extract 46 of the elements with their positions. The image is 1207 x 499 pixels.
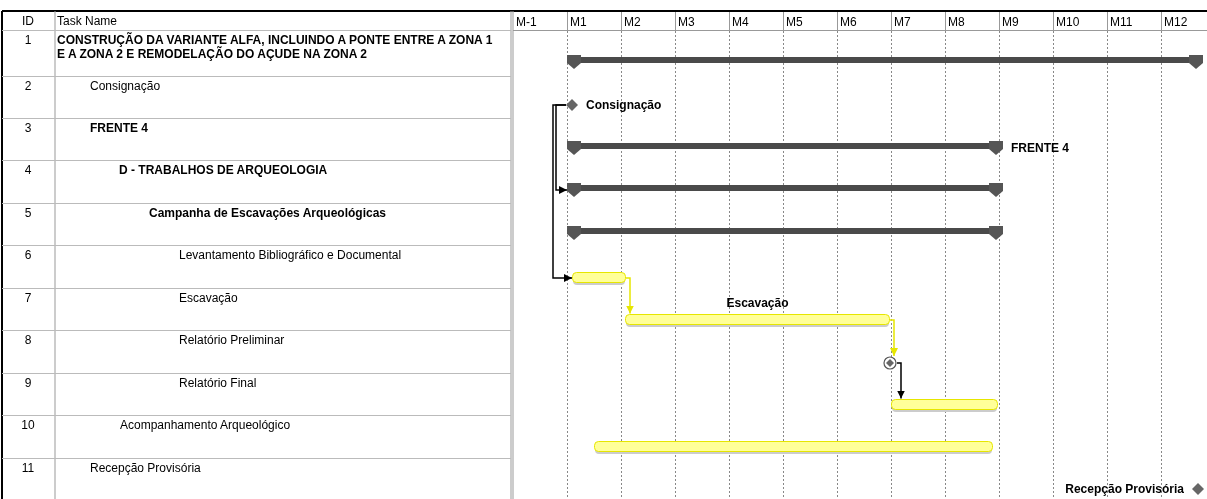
bar-label: Consignação xyxy=(586,98,662,112)
task-id: 8 xyxy=(23,333,33,347)
task-name: Levantamento Bibliográfico e Documental xyxy=(179,248,402,262)
month-header: M6 xyxy=(840,15,857,29)
month-header: M4 xyxy=(732,15,749,29)
task-id: 4 xyxy=(23,163,33,177)
month-header: M7 xyxy=(894,15,911,29)
task-id: 3 xyxy=(23,121,33,135)
task-name: Recepção Provisória xyxy=(90,461,201,475)
task-id: 7 xyxy=(23,291,33,305)
dependency-arrow xyxy=(555,104,568,194)
column-header: ID xyxy=(21,14,35,28)
task-name: CONSTRUÇÃO DA VARIANTE ALFA, INCLUINDO A PONTE ENTRE A ZONA 1 E A ZONA 2 E REMODELAÇÃO DO AÇUDE NA ZONA 2 xyxy=(57,33,494,61)
task-name: Escavação xyxy=(179,291,238,305)
month-header: M1 xyxy=(570,15,587,29)
task-id: 11 xyxy=(20,461,36,475)
month-header: M5 xyxy=(786,15,803,29)
month-header: M12 xyxy=(1164,15,1188,29)
dependency-arrow xyxy=(625,277,634,315)
task-name: D - TRABALHOS DE ARQUEOLOGIA xyxy=(119,163,328,177)
task-id: 10 xyxy=(20,418,36,432)
task-id: 5 xyxy=(23,206,33,220)
task-id: 6 xyxy=(23,248,33,262)
bar-label: Escavação xyxy=(726,295,789,310)
month-header: M9 xyxy=(1002,15,1019,29)
task-id: 2 xyxy=(23,79,33,93)
month-header: M-1 xyxy=(516,15,537,29)
month-header: M3 xyxy=(678,15,695,29)
task-name: Consignação xyxy=(90,79,161,93)
task-name: Relatório Final xyxy=(179,376,257,390)
month-header: M10 xyxy=(1056,15,1080,29)
month-header: M2 xyxy=(624,15,641,29)
bar-label: FRENTE 4 xyxy=(1011,141,1069,155)
task-name: Campanha de Escavações Arqueológicas xyxy=(149,206,386,220)
dependency-arrow xyxy=(552,104,573,282)
dependency-arrow xyxy=(896,362,905,400)
task-name: FRENTE 4 xyxy=(90,121,148,135)
task-name: Acompanhamento Arqueológico xyxy=(120,418,291,432)
task-name: Relatório Preliminar xyxy=(179,333,285,347)
column-header: Task Name xyxy=(57,14,118,28)
bar-label: Recepção Provisória xyxy=(1065,482,1184,496)
month-header: M8 xyxy=(948,15,965,29)
task-id: 1 xyxy=(23,33,33,47)
month-header: M11 xyxy=(1110,15,1133,29)
dependency-arrow xyxy=(889,319,898,357)
task-id: 9 xyxy=(23,376,33,390)
